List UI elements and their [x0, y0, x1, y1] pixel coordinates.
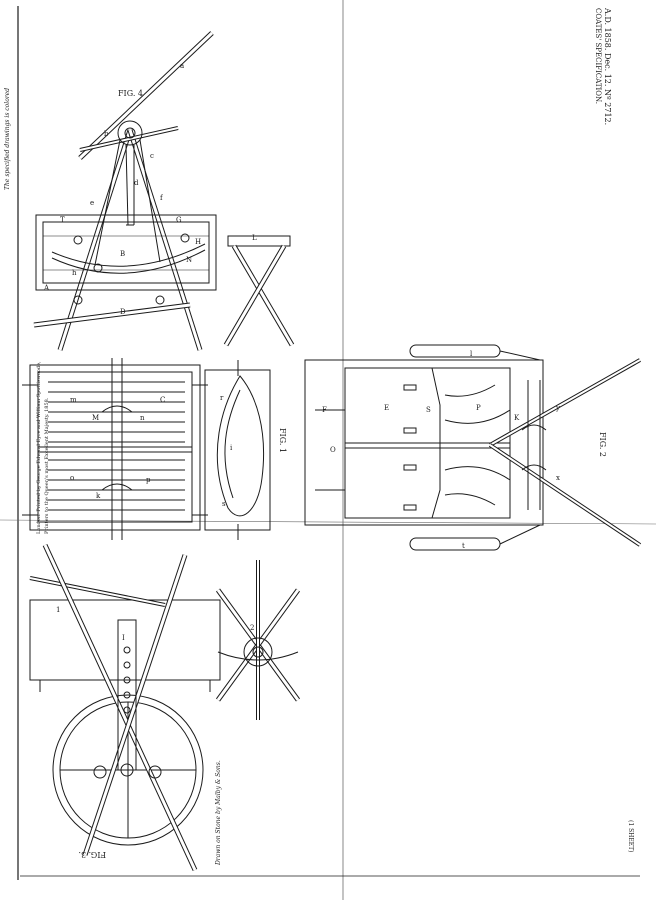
label-n: n [140, 414, 145, 422]
label-C: C [160, 396, 165, 404]
side-note: The specified drawings is colored [4, 87, 11, 190]
label-K: K [514, 414, 520, 422]
fig4-title: FIG. 4 [118, 89, 143, 98]
label-G: G [176, 216, 182, 224]
drawn-by-credit: Drawn on Stone by Malby & Sons. [215, 760, 222, 865]
figure-1-drawing [22, 358, 271, 540]
fig1-title: FIG. 1 [278, 428, 287, 453]
label-r: r [220, 394, 224, 402]
fig3-title: FIG. 3. [78, 850, 106, 859]
label-F: F [322, 406, 327, 414]
label-B: B [120, 250, 125, 258]
label-L: L [252, 234, 257, 242]
imprint-line-2: Printers to the Queen's most Excellent M… [44, 397, 50, 534]
label-T: T [60, 216, 65, 224]
label-H: H [195, 238, 201, 246]
label-o: o [70, 474, 74, 482]
label-i: i [230, 444, 233, 452]
label-f: f [160, 194, 164, 202]
header-line-2: COATES' SPECIFICATION. [594, 8, 602, 104]
label-k: k [96, 492, 101, 500]
header-line-1: A.D. 1858. Dec. 12. Nº 2712. [603, 8, 612, 126]
label-x: x [556, 474, 560, 482]
label-p: p [146, 476, 151, 484]
star-reel-drawing [215, 560, 301, 720]
label-s: s [222, 500, 226, 508]
label-S: S [426, 406, 431, 414]
figure-4-drawing [33, 31, 217, 351]
label-I: I [122, 634, 125, 642]
label-D: D [120, 308, 126, 316]
label-h: h [72, 269, 77, 277]
label-A: A [43, 284, 50, 292]
label-t: t [462, 542, 465, 550]
label-d: d [134, 179, 139, 187]
figure-3-drawing [29, 543, 221, 872]
label-P: P [476, 404, 481, 412]
label-2: 2 [250, 624, 254, 632]
imprint-line-1: London: Printed by George Edward Eyre an… [36, 361, 42, 534]
label-l: l [470, 350, 473, 358]
fig2-title: FIG. 2 [598, 432, 607, 457]
label-y: y [555, 404, 560, 412]
label-c: c [150, 152, 154, 160]
label-a: a [180, 62, 184, 70]
label-b: b [104, 130, 109, 138]
label-m: m [70, 396, 77, 404]
label-E: E [384, 404, 389, 412]
label-O: O [330, 446, 336, 454]
label-M: M [92, 414, 99, 422]
figure-2-drawing [304, 344, 642, 551]
small-stand-drawing [223, 235, 295, 347]
sheet-tag: (1 SHEET) [627, 820, 634, 853]
label-N: N [186, 256, 192, 264]
label-e: e [90, 199, 94, 207]
label-1: 1 [56, 606, 60, 614]
